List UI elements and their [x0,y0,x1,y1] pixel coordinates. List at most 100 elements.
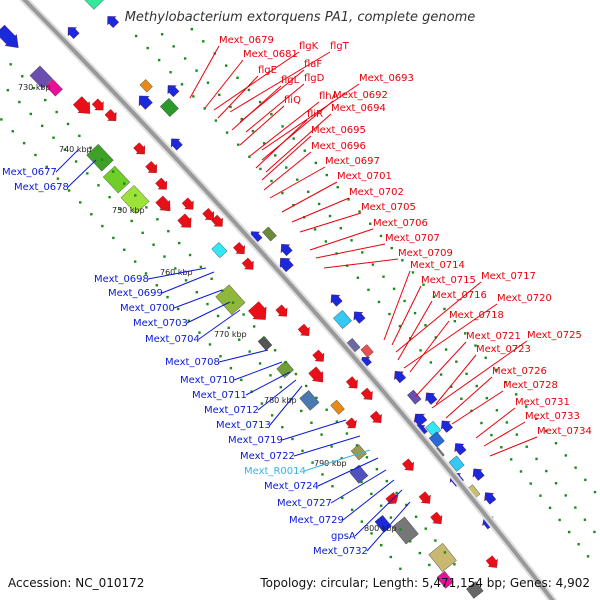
track-dot-mark [112,236,115,240]
gene-label-mext-0679[interactable]: Mext_0679 [219,35,274,46]
track-dot-mark [314,161,317,165]
gene-label-mext-0692[interactable]: Mext_0692 [333,90,388,101]
gene-label-mext-0715[interactable]: Mext_0715 [421,275,476,286]
leader-line-mext-0717 [395,281,482,353]
gene-feature-mark [394,371,407,384]
track-dot-mark [67,189,71,192]
track-dot-mark [455,360,458,363]
gene-label-flgk[interactable]: flgK [299,41,319,52]
leader-line-mext-0695 [261,135,312,181]
gene-label-mext-0734[interactable]: Mext_0734 [537,426,592,437]
tick-label-750-kbp: 750 kbp [112,206,145,215]
gene-label-mext-0678[interactable]: Mext_0678 [14,182,69,193]
gene-label-mext-0708[interactable]: Mext_0708 [165,357,220,368]
gene-label-flgd[interactable]: flgD [304,73,325,84]
gene-label-mext-0716[interactable]: Mext_0716 [432,290,487,301]
gene-feature-mark [215,284,246,315]
gene-label-mext-0713[interactable]: Mext_0713 [216,420,271,431]
gene-label-mext-0720[interactable]: Mext_0720 [497,293,552,304]
gene-label-mext-0701[interactable]: Mext_0701 [337,171,392,182]
track-dot-mark [444,348,448,351]
gene-feature-mark [86,143,114,172]
leader-line-flir [255,119,308,169]
gene-label-mext-0710[interactable]: Mext_0710 [180,375,235,386]
track-dot-mark [202,40,205,43]
track-dot-mark [174,267,177,270]
gene-label-mext-0693[interactable]: Mext_0693 [359,73,414,84]
gene-label-flge[interactable]: flgE [258,65,277,76]
gene-label-mext-0728[interactable]: Mext_0728 [503,380,558,391]
gene-feature-mark [72,96,91,114]
gene-label-mext-0711[interactable]: Mext_0711 [192,390,247,401]
gene-label-mext-0721[interactable]: Mext_0721 [466,331,521,342]
gene-label-mext-0712[interactable]: Mext_0712 [204,405,259,416]
tick-label-730-kbp: 730 kbp [18,83,51,92]
track-dot-mark [166,295,169,299]
gene-label-mext-0723[interactable]: Mext_0723 [476,344,531,355]
gene-label-mext-0727[interactable]: Mext_0727 [277,498,332,509]
gene-label-mext-0717[interactable]: Mext_0717 [481,271,536,282]
gene-label-mext-0695[interactable]: Mext_0695 [311,125,366,136]
gene-label-mext-0731[interactable]: Mext_0731 [515,397,570,408]
gene-label-mext-0714[interactable]: Mext_0714 [410,260,465,271]
gene-label-mext-0681[interactable]: Mext_0681 [243,49,298,60]
track-dot-mark [281,425,284,429]
gene-feature-mark [448,455,465,472]
gene-label-mext-0704[interactable]: Mext_0704 [145,334,200,345]
gene-feature-mark [391,516,419,545]
track-dot-mark [97,184,100,187]
track-dot-mark [564,494,567,497]
gene-label-mext-0733[interactable]: Mext_0733 [525,411,580,422]
gene-label-mext-0732[interactable]: Mext_0732 [313,546,368,557]
gene-label-mext-0698[interactable]: Mext_0698 [94,274,149,285]
track-dot-mark [251,129,255,133]
track-dot-mark [574,466,577,469]
gene-label-mext-0709[interactable]: Mext_0709 [398,248,453,259]
track-dot-mark [79,201,82,204]
track-dot-mark [336,186,339,189]
gene-label-mext-0677[interactable]: Mext_0677 [2,167,57,178]
track-dot-mark [34,153,37,157]
track-dot-mark [74,160,78,163]
gene-label-mext-0707[interactable]: Mext_0707 [385,233,440,244]
track-dot-mark [270,179,273,183]
gene-label-flgl[interactable]: flgL [281,75,300,86]
gene-label-mext-0696[interactable]: Mext_0696 [311,141,366,152]
genome-title: Methylobacterium extorquens PA1, complet… [124,10,476,25]
gene-label-mext-0694[interactable]: Mext_0694 [331,103,386,114]
gene-label-mext-0726[interactable]: Mext_0726 [492,366,547,377]
gene-label-mext-0718[interactable]: Mext_0718 [449,310,504,321]
track-dot-mark [90,213,93,216]
gene-label-mext-0705[interactable]: Mext_0705 [361,202,416,213]
gene-label-mext-0702[interactable]: Mext_0702 [349,187,404,198]
track-dot-mark [335,420,339,423]
gene-label-mext-0700[interactable]: Mext_0700 [120,303,175,314]
gene-label-mext-0729[interactable]: Mext_0729 [289,515,344,526]
gene-label-mext-0724[interactable]: Mext_0724 [264,481,319,492]
gene-label-mext-0722[interactable]: Mext_0722 [240,451,295,462]
gene-label-mext-0719[interactable]: Mext_0719 [228,435,283,446]
track-dot-mark [401,259,404,262]
gene-label-gpsa[interactable]: gpsA [331,531,356,542]
gene-feature-mark [276,360,294,379]
genome-backbone [21,0,555,600]
gene-label-mext-0706[interactable]: Mext_0706 [373,218,428,229]
gene-label-mext-0725[interactable]: Mext_0725 [527,330,582,341]
gene-label-fliq[interactable]: fliQ [284,95,301,106]
track-dot-mark [300,409,303,413]
track-dot-mark [411,271,415,274]
gene-label-mext-0703[interactable]: Mext_0703 [133,318,188,329]
track-dot-mark [360,480,363,484]
leader-line-mext-0725 [431,340,528,409]
gene-label-mext-0699[interactable]: Mext_0699 [108,288,163,299]
track-dot-mark [460,397,463,400]
gene-label-flir[interactable]: fliR [307,109,323,120]
gene-label-mext-r0014[interactable]: Mext_R0014 [244,466,306,477]
gene-label-flaf[interactable]: flaF [304,59,322,70]
track-dot-mark [86,172,89,175]
gene-label-mext-0697[interactable]: Mext_0697 [325,156,380,167]
gene-label-flha[interactable]: flhA [319,91,339,102]
track-dot-mark [279,385,282,389]
gene-label-flgt[interactable]: flgT [330,41,350,52]
track-dot-mark [399,528,402,531]
